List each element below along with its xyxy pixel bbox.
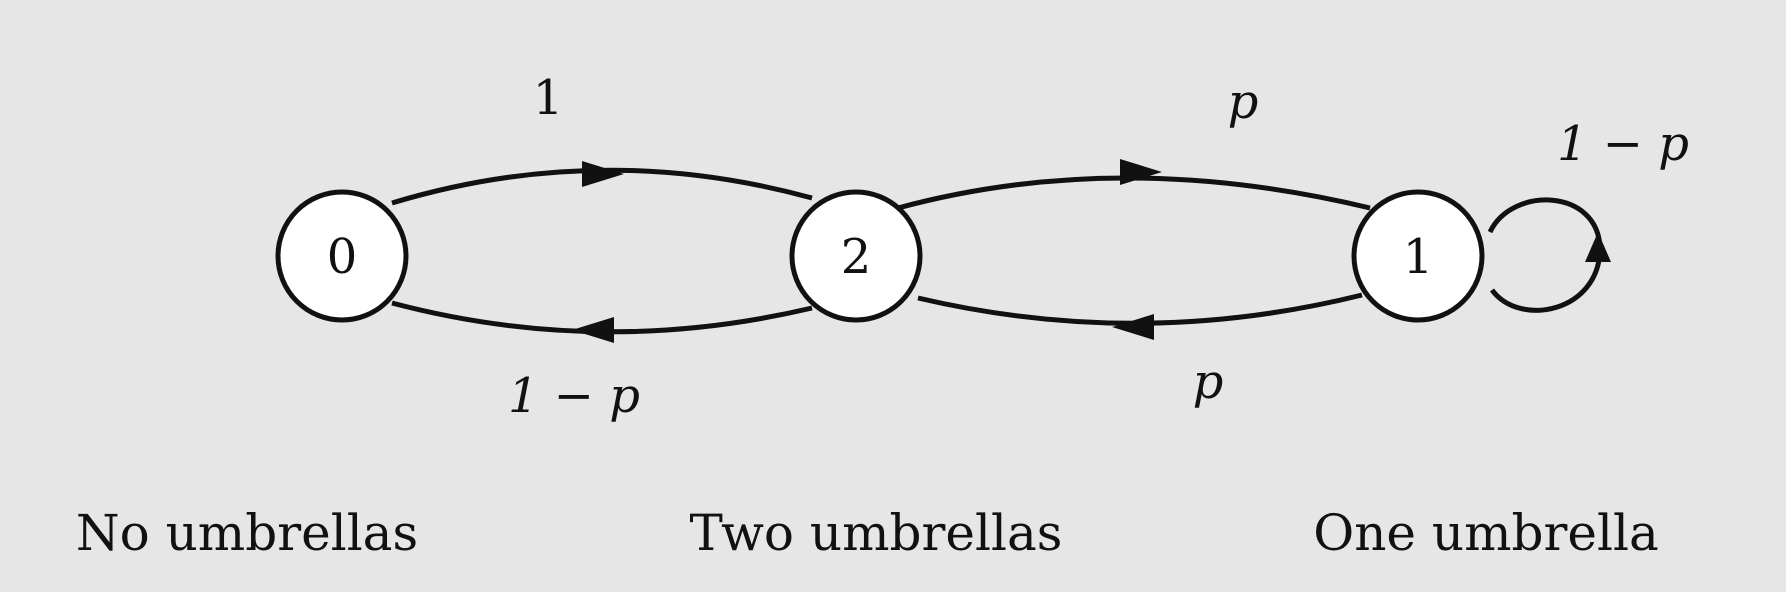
node-2-circle xyxy=(789,189,923,323)
edge-2-to-0-arrow xyxy=(572,317,614,343)
edge-1-self-loop xyxy=(1487,197,1611,313)
edge-1-self-loop-arrow xyxy=(1585,232,1611,262)
node-2-label: 2 xyxy=(841,229,872,285)
edge-2-to-0 xyxy=(391,300,813,343)
caption-two-umbrellas: Two umbrellas xyxy=(690,504,1063,562)
caption-no-umbrellas: No umbrellas xyxy=(76,504,418,562)
edge-2-to-0-label: 1 − p xyxy=(508,368,640,424)
edge-0-to-2-arrow xyxy=(582,161,624,187)
edge-1-self-loop-path xyxy=(1487,197,1603,313)
node-0: 0 xyxy=(275,189,409,323)
edge-0-to-2 xyxy=(391,161,813,206)
caption-one-umbrella: One umbrella xyxy=(1313,504,1659,562)
node-2: 2 xyxy=(789,189,923,323)
edge-1-to-2-label: p xyxy=(1193,354,1224,410)
edge-0-to-2-label: 1 xyxy=(533,70,564,126)
edge-1-to-2 xyxy=(917,292,1363,340)
node-0-circle xyxy=(275,189,409,323)
node-1-circle xyxy=(1351,189,1485,323)
edge-1-self-loop-label: 1 − p xyxy=(1557,116,1689,172)
edge-2-to-1-label: p xyxy=(1228,74,1259,130)
edge-1-to-2-arrow xyxy=(1112,314,1154,340)
node-0-label: 0 xyxy=(327,229,358,285)
edge-2-to-1-arrow xyxy=(1120,159,1162,185)
edge-2-to-1-path xyxy=(897,175,1371,211)
edge-2-to-1 xyxy=(897,159,1371,211)
node-1-label: 1 xyxy=(1403,229,1434,285)
node-1: 1 xyxy=(1351,189,1485,323)
